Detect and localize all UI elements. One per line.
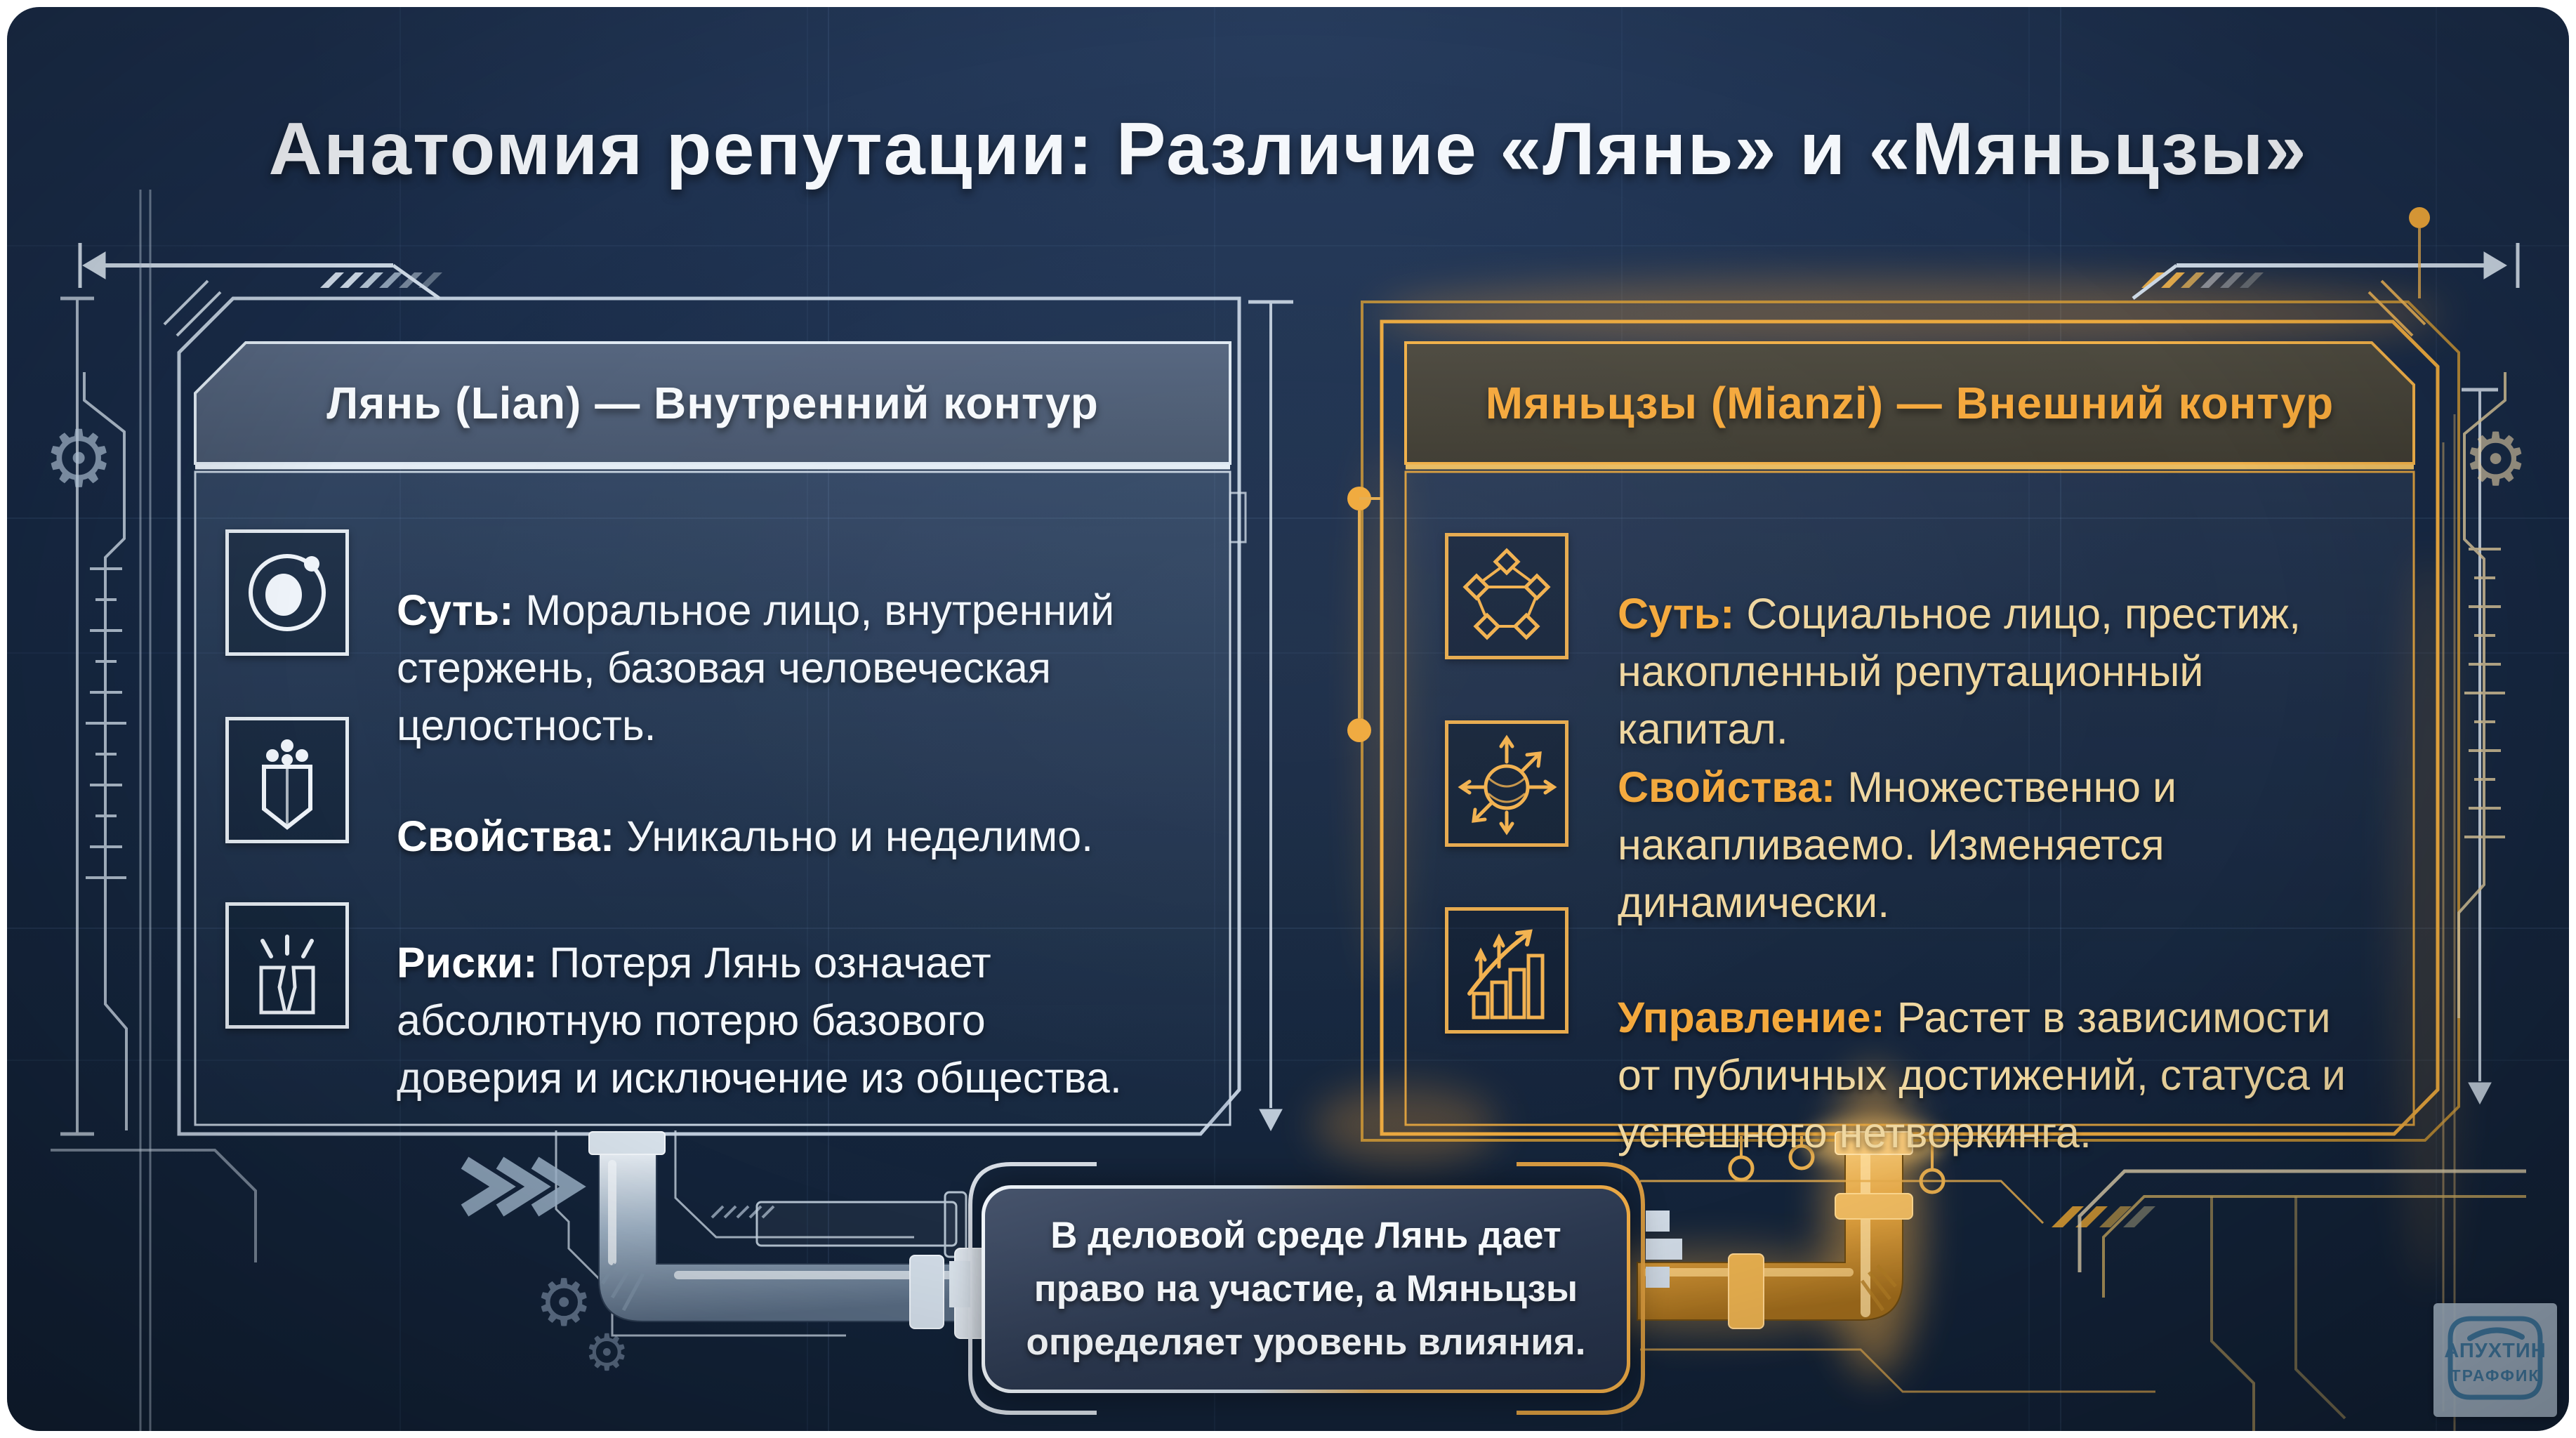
circuit-traces-left	[51, 1130, 914, 1337]
right-panel-frame	[1361, 301, 2460, 1142]
gear-icon-right: ⚙	[2463, 416, 2529, 502]
hatch-marks-bottom-right	[2052, 1206, 2155, 1227]
callout-inner: В деловой среде Лянь дает право на участ…	[985, 1189, 1627, 1390]
ruler-left	[83, 372, 128, 1130]
left-panel-frame	[177, 296, 1247, 1136]
watermark-line2: ТРАФФИК	[2450, 1366, 2540, 1385]
left-item-3-text: Риски: Потеря Лянь означает абсолютную п…	[397, 939, 1122, 1102]
gold-pipe	[1637, 1131, 1913, 1329]
callout-box: В деловой среде Лянь дает право на участ…	[982, 1185, 1630, 1393]
left-item-1-text: Суть: Моральное лицо, внутренний стержен…	[397, 586, 1115, 749]
hatch-marks-bottom-left	[711, 1205, 775, 1219]
cracked-block-icon	[225, 902, 349, 1029]
right-item-2-text: Свойства: Множественно и накапливаемо. И…	[1618, 763, 2177, 926]
circuit-traces-right	[1347, 207, 2526, 1431]
corner-details	[163, 279, 2426, 337]
right-item-3-text: Управление: Растет в зависимости от публ…	[1618, 994, 2346, 1156]
left-panel-header: Лянь (Lian) — Внутренний контур	[326, 378, 1099, 428]
crystal-icon	[225, 717, 349, 843]
gear-icon-small-2: ⚙	[584, 1323, 630, 1382]
watermark-badge: АПУХТИН ТРАФФИК	[2433, 1303, 2557, 1417]
right-panel-header: Мяньцзы (Mianzi) — Внешний контур	[1485, 378, 2334, 428]
ghost-pipe	[755, 1191, 967, 1258]
atom-icon	[225, 529, 349, 656]
gear-icon-small-1: ⚙	[535, 1265, 593, 1340]
page-title: Анатомия репутации: Различие «Лянь» и «М…	[268, 107, 2308, 190]
network-cubes-icon	[1445, 533, 1568, 659]
right-item-1-text: Суть: Социальное лицо, престиж, накоплен…	[1618, 590, 2301, 753]
steel-pipe	[588, 1131, 988, 1339]
watermark-logo-icon	[2448, 1316, 2543, 1400]
sphere-arrows-icon	[1445, 720, 1568, 847]
gear-icon-left: ⚙	[44, 414, 114, 505]
left-item-2-text: Свойства: Уникально и неделимо.	[397, 812, 1094, 860]
blueprint-canvas: ⚙ ⚙ ⚙ ⚙ Анатомия репутации: Различие «Ля…	[7, 7, 2569, 1431]
callout-text: В деловой среде Лянь дает право на участ…	[1026, 1215, 1586, 1363]
callout-brackets	[949, 1162, 1682, 1415]
hatch-marks-top-left	[320, 272, 442, 288]
ruler-right	[2457, 372, 2506, 1018]
dimension-lines	[60, 243, 2520, 1136]
hatch-marks-top-right	[2141, 272, 2264, 288]
watermark-line1: АПУХТИН	[2444, 1340, 2547, 1362]
growth-chart-icon	[1445, 907, 1568, 1034]
chevrons-icon	[461, 1156, 586, 1217]
blueprint-decoration-layer	[7, 7, 2569, 1431]
side-rails	[139, 190, 2456, 1431]
